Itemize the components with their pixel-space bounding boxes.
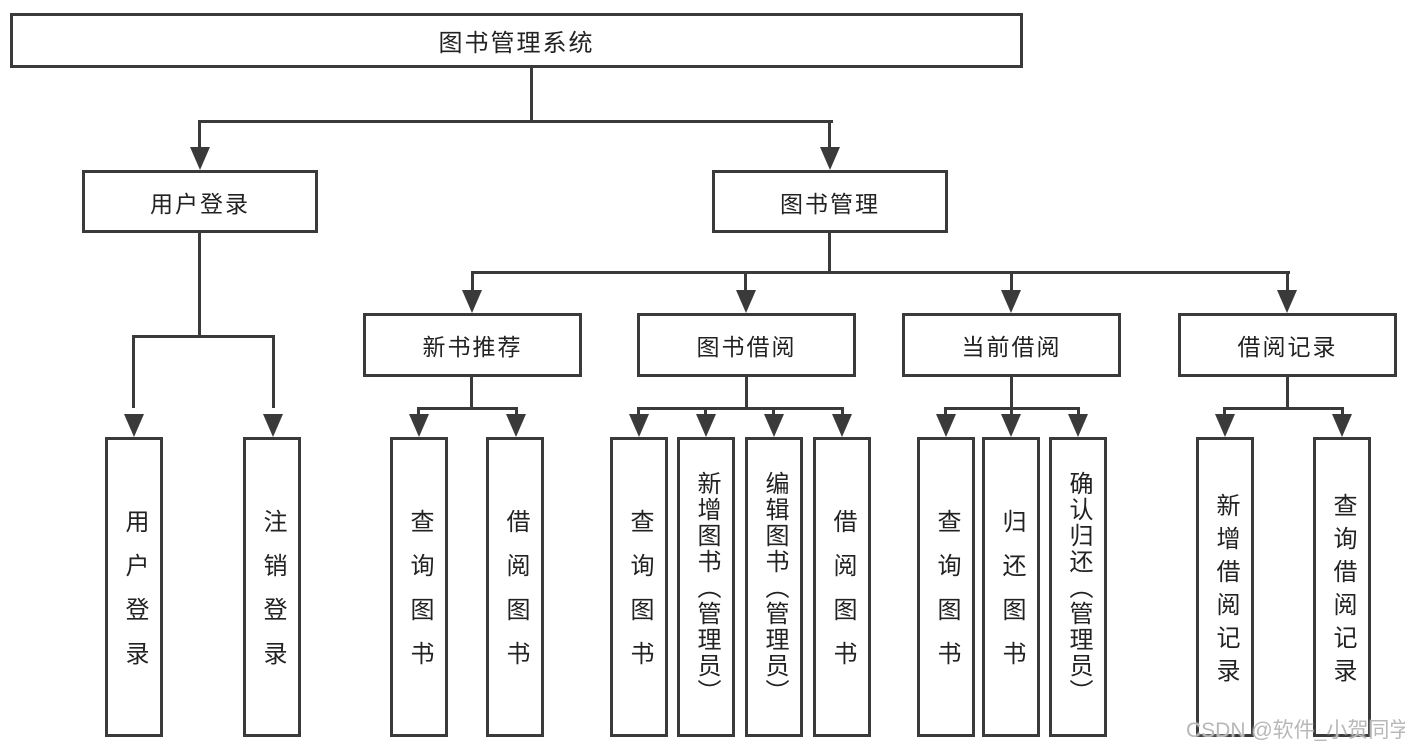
connector-line-vertical: [944, 407, 947, 415]
connector-line-vertical: [515, 407, 518, 415]
node-new-book-recommend-label: 新书推荐: [422, 334, 523, 360]
leaf-borrow-borrow: 借阅图书: [813, 437, 871, 737]
node-current-borrowing: 当前借阅: [902, 313, 1121, 377]
connector-line-vertical: [1286, 377, 1289, 410]
csdn-watermark: CSDN @软件_小贺同学: [1186, 719, 1405, 742]
leaf-records-add: 新增借阅记录: [1196, 437, 1254, 737]
connector-line-vertical: [744, 271, 747, 293]
connector-line-vertical: [1223, 407, 1226, 415]
arrowhead-down-icon: [1277, 290, 1297, 313]
leaf-borrow-add-admin-label: 新增图书（管理员）: [693, 471, 720, 705]
leaf-borrow-add-admin: 新增图书（管理员）: [677, 437, 735, 737]
connector-line-vertical: [637, 407, 640, 415]
arrowhead-down-icon: [936, 414, 956, 437]
connector-line-vertical: [530, 68, 533, 122]
node-current-borrowing-label: 当前借阅: [961, 334, 1062, 360]
leaf-current-confirm-admin: 确认归还（管理员）: [1049, 437, 1107, 737]
arrowhead-down-icon: [1001, 414, 1021, 437]
connector-line-vertical: [198, 120, 201, 152]
leaf-current-query-label: 查询图书: [933, 509, 960, 685]
arrowhead-down-icon: [696, 414, 716, 437]
connector-line-horizontal: [198, 120, 833, 123]
connector-line-vertical: [132, 335, 135, 408]
arrowhead-down-icon: [1215, 414, 1235, 437]
node-book-management: 图书管理: [712, 170, 948, 233]
arrowhead-down-icon: [820, 147, 840, 170]
leaf-borrow-query: 查询图书: [610, 437, 668, 737]
arrowhead-down-icon: [764, 414, 784, 437]
connector-line-horizontal: [132, 335, 275, 338]
node-library-system-label: 图书管理系统: [438, 30, 595, 57]
arrowhead-down-icon: [736, 290, 756, 313]
arrowhead-down-icon: [1068, 414, 1088, 437]
node-new-book-recommend: 新书推荐: [363, 313, 582, 377]
arrowhead-down-icon: [629, 414, 649, 437]
connector-line-vertical: [1010, 377, 1013, 410]
node-book-borrowing: 图书借阅: [637, 313, 856, 377]
arrowhead-down-icon: [832, 414, 852, 437]
connector-line-vertical: [1286, 271, 1289, 293]
leaf-user-login-label: 用户登录: [121, 509, 148, 685]
leaf-user-login: 用户登录: [105, 437, 163, 737]
leaf-logout: 注销登录: [243, 437, 301, 737]
connector-line-vertical: [471, 271, 474, 293]
connector-line-vertical: [417, 407, 420, 415]
connector-line-vertical: [1341, 407, 1344, 415]
leaf-borrow-query-label: 查询图书: [626, 509, 653, 685]
node-user-login: 用户登录: [82, 170, 318, 233]
leaf-newbooks-query: 查询图书: [390, 437, 448, 737]
node-borrowing-records-label: 借阅记录: [1237, 334, 1338, 360]
connector-line-vertical: [704, 407, 707, 415]
leaf-newbooks-query-label: 查询图书: [406, 509, 433, 685]
connector-line-vertical: [470, 377, 473, 410]
connector-line-vertical: [828, 120, 831, 152]
connector-line-vertical: [1010, 271, 1013, 293]
arrowhead-down-icon: [1332, 414, 1352, 437]
connector-line-vertical: [198, 233, 201, 338]
leaf-borrow-edit-admin-label: 编辑图书（管理员）: [761, 471, 788, 705]
connector-line-vertical: [772, 407, 775, 415]
leaf-current-return: 归还图书: [982, 437, 1040, 737]
connector-line-horizontal: [471, 271, 1290, 274]
node-borrowing-records: 借阅记录: [1178, 313, 1397, 377]
arrowhead-down-icon: [462, 290, 482, 313]
connector-line-horizontal: [1223, 407, 1344, 410]
leaf-borrow-borrow-label: 借阅图书: [829, 509, 856, 685]
leaf-records-add-label: 新增借阅记录: [1212, 492, 1239, 691]
node-book-management-label: 图书管理: [780, 190, 880, 217]
node-book-borrowing-label: 图书借阅: [696, 334, 797, 360]
arrowhead-down-icon: [263, 414, 283, 437]
leaf-logout-label: 注销登录: [259, 509, 286, 685]
connector-line-horizontal: [637, 407, 844, 410]
node-library-system: 图书管理系统: [10, 13, 1023, 68]
arrowhead-down-icon: [190, 147, 210, 170]
connector-line-vertical: [272, 335, 275, 408]
leaf-current-query: 查询图书: [917, 437, 975, 737]
connector-line-vertical: [828, 233, 831, 274]
leaf-current-confirm-admin-label: 确认归还（管理员）: [1065, 471, 1092, 705]
leaf-current-return-label: 归还图书: [998, 509, 1025, 685]
connector-line-vertical: [745, 377, 748, 410]
leaf-newbooks-borrow-label: 借阅图书: [502, 509, 529, 685]
leaf-records-query-label: 查询借阅记录: [1329, 492, 1356, 691]
connector-line-vertical: [841, 407, 844, 415]
arrowhead-down-icon: [409, 414, 429, 437]
arrowhead-down-icon: [1001, 290, 1021, 313]
node-user-login-label: 用户登录: [150, 190, 250, 217]
connector-line-vertical: [1010, 407, 1013, 415]
connector-line-vertical: [1077, 407, 1080, 415]
arrowhead-down-icon: [124, 414, 144, 437]
leaf-borrow-edit-admin: 编辑图书（管理员）: [745, 437, 803, 737]
leaf-records-query: 查询借阅记录: [1313, 437, 1371, 737]
leaf-newbooks-borrow: 借阅图书: [486, 437, 544, 737]
connector-line-horizontal: [417, 407, 518, 410]
arrowhead-down-icon: [506, 414, 526, 437]
